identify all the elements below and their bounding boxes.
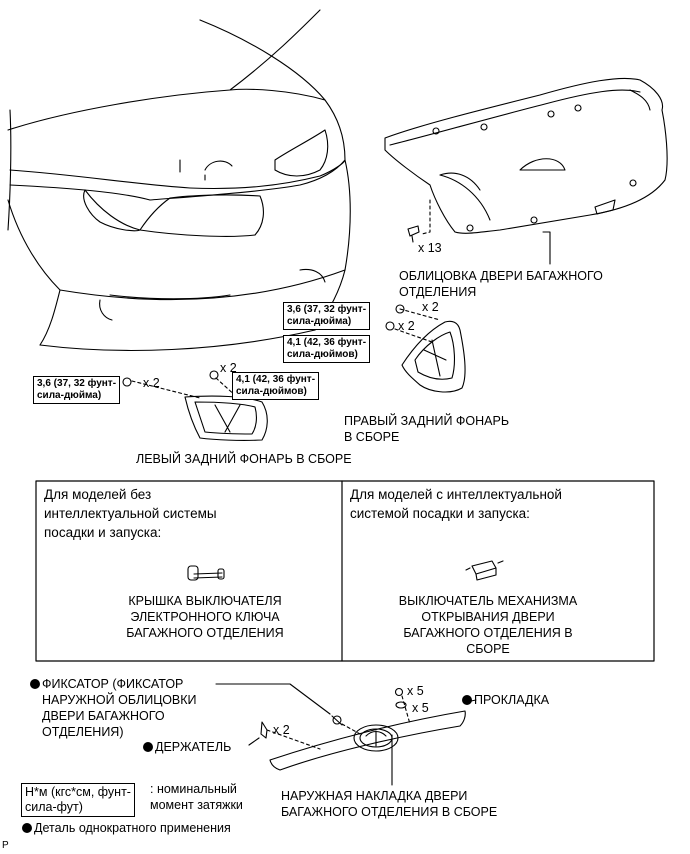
holder-icon [260, 721, 268, 739]
nonreusable-dot-icon [22, 823, 32, 833]
outer-garnish-illustration [269, 710, 466, 771]
corner-mark: P [2, 840, 9, 851]
left-tail-lamp-label: ЛЕВЫЙ ЗАДНИЙ ФОНАРЬ В СБОРЕ [136, 452, 352, 466]
nonreusable-dot-icon [143, 742, 153, 752]
torque-left-1: 3,6 (37, 32 фунт-сила-дюйма) [33, 376, 121, 404]
left-nut-qty: x 2 [143, 376, 160, 390]
right-bottom-qty: x 2 [398, 319, 415, 333]
holder-qty: x 2 [273, 723, 290, 737]
gasket-top-qty: x 5 [407, 684, 424, 698]
gasket-label: ПРОКЛАДКА [462, 692, 549, 708]
door-opener-switch-illustration [465, 560, 504, 581]
nonreusable-dot-icon [462, 695, 472, 705]
key-switch-cover-illustration [187, 565, 225, 581]
torque-right-top: 3,6 (37, 32 фунт-сила-дюйма) [283, 302, 371, 330]
gasket-bottom-qty: x 5 [412, 701, 429, 715]
left-tail-lamp-illustration [184, 395, 268, 441]
right-top-qty: x 2 [422, 300, 439, 314]
gasket-icon [394, 687, 404, 697]
car-body-illustration [7, 9, 351, 352]
clip-label: ФИКСАТОР (ФИКСАТОР НАРУЖНОЙ ОБЛИЦОВКИ ДВ… [30, 676, 197, 740]
clip-fastener-icon [407, 225, 420, 243]
nonreusable-dot-icon [30, 679, 40, 689]
trunk-lining-illustration [384, 77, 668, 234]
torque-right-bottom: 4,1 (42, 36 фунт-сила-дюймов) [283, 335, 371, 363]
lining-clips-qty: x 13 [418, 241, 442, 255]
right-tail-lamp-illustration [401, 320, 466, 393]
left-bolt-qty: x 2 [220, 361, 237, 375]
nonreusable-legend: Деталь однократного применения [22, 820, 231, 836]
variant-box-frame [35, 480, 655, 662]
holder-label: ДЕРЖАТЕЛЬ [143, 739, 231, 755]
torque-left-2: 4,1 (42, 36 фунт-сила-дюймов) [232, 372, 320, 400]
torque-unit-legend: Н*м (кгс*см, фунт-сила-фут) [21, 783, 135, 817]
